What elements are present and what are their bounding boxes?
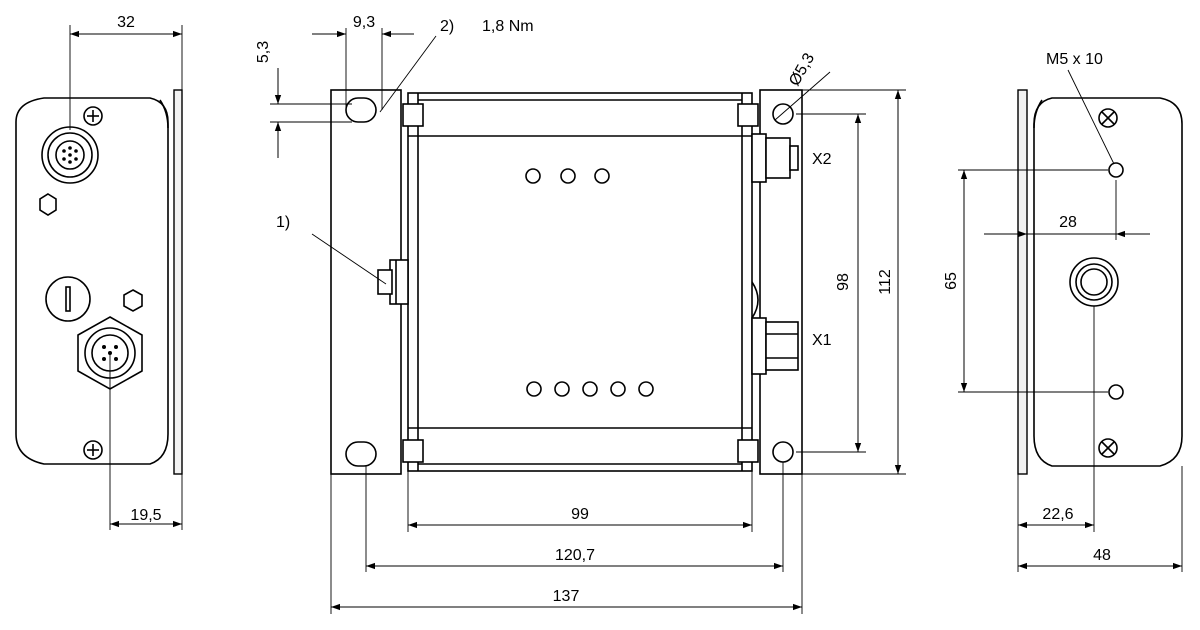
- led-icon: [554, 381, 570, 397]
- right-flange: [1017, 89, 1028, 475]
- label-port-x2: X2: [812, 151, 832, 168]
- label-port-x1: X1: [812, 332, 832, 349]
- front-body: [407, 92, 753, 472]
- led-icon: [525, 168, 541, 184]
- led-icon: [526, 381, 542, 397]
- led-icon: [594, 168, 610, 184]
- connector-x2-icon: [751, 133, 799, 183]
- callout-note2: 2): [440, 18, 454, 35]
- led-icon: [638, 381, 654, 397]
- front-view: Ø5,3 1) 2) 1,8 Nm X2 X1 9,3 5,3 98 112: [255, 14, 906, 614]
- clamp-tab: [737, 439, 759, 463]
- connector-icon: [41, 126, 99, 184]
- hex-nut-icon: [123, 289, 143, 312]
- left-flange: [173, 89, 183, 475]
- screw-icon: [1098, 438, 1118, 458]
- led-icon: [610, 381, 626, 397]
- callout-thread: M5 x 10: [1046, 51, 1103, 68]
- dim-hole-vertical: 98: [835, 273, 852, 291]
- dim-center-offset: 22,6: [1042, 506, 1073, 523]
- screw-icon: [83, 440, 103, 460]
- threaded-hole: [1108, 162, 1124, 178]
- callout-note1: 1): [276, 214, 290, 231]
- dim-right-width: 48: [1093, 547, 1111, 564]
- mounting-slot: [345, 441, 377, 467]
- callout-torque: 1,8 Nm: [482, 18, 534, 35]
- mounting-hole: [772, 441, 794, 463]
- connector-x1-icon: [751, 281, 799, 375]
- dim-overall-width: 137: [553, 588, 580, 605]
- dim-hole-spacing: 120,7: [555, 547, 595, 564]
- dim-left-bottom-offset: 19,5: [130, 507, 161, 524]
- clamp-tab: [402, 103, 424, 127]
- hex-nut-icon: [39, 193, 57, 216]
- led-icon: [560, 168, 576, 184]
- screw-icon: [1098, 108, 1118, 128]
- dim-hole-offset: 28: [1059, 214, 1077, 231]
- threaded-hole: [1108, 384, 1124, 400]
- dim-hole-diameter: Ø5,3: [786, 50, 818, 89]
- dim-left-top-width: 32: [117, 14, 135, 31]
- dim-slot-width: 9,3: [353, 14, 375, 31]
- slotted-cap-icon: [45, 276, 91, 322]
- grounding-element-icon: [377, 259, 409, 305]
- dim-body-width: 99: [571, 506, 589, 523]
- cable-gland-icon: [1069, 257, 1119, 307]
- clamp-tab: [737, 103, 759, 127]
- screw-icon: [83, 106, 103, 126]
- dim-slot-height: 5,3: [255, 41, 272, 63]
- dim-overall-height: 112: [877, 269, 894, 295]
- right-view: M5 x 10 65 28 22,6 48: [943, 51, 1183, 572]
- dim-mount-spacing: 65: [943, 272, 960, 290]
- mounting-slot: [345, 97, 377, 123]
- clamp-tab: [402, 439, 424, 463]
- led-icon: [582, 381, 598, 397]
- left-view: 32 19,5: [15, 14, 183, 530]
